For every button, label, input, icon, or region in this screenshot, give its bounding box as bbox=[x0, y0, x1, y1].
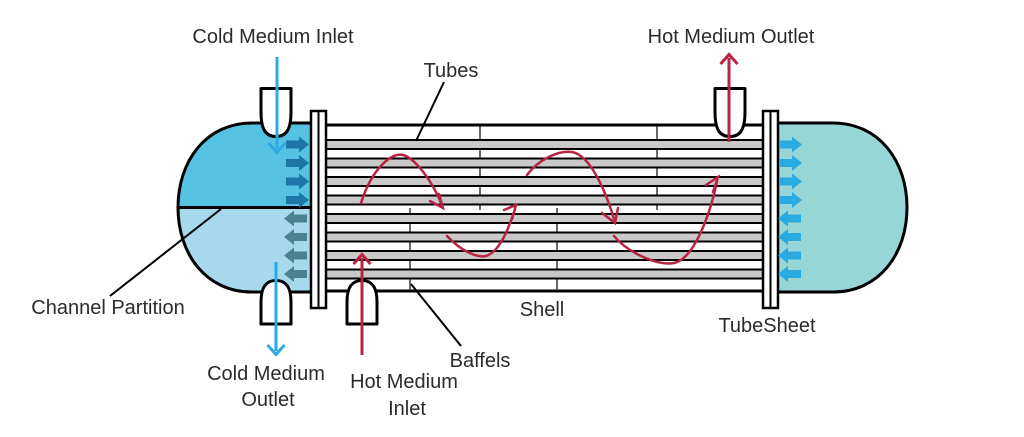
cold-medium-inlet-label: Cold Medium Inlet bbox=[192, 26, 354, 48]
flow-arrow-head bbox=[600, 206, 620, 226]
labels: Cold Medium Inlet Tubes Hot Medium Outle… bbox=[31, 26, 816, 420]
pointer-lines bbox=[109, 81, 462, 347]
flow-arrow-head bbox=[502, 202, 518, 221]
shell-label: Shell bbox=[520, 299, 564, 321]
tubesheet-right bbox=[761, 109, 780, 310]
channel-partition-label: Channel Partition bbox=[31, 297, 184, 319]
flow-curve bbox=[612, 179, 719, 265]
channel-partition-pointer-line bbox=[109, 208, 222, 297]
arrow-head bbox=[267, 141, 287, 155]
shell-wall bbox=[326, 123, 763, 293]
flow-curve bbox=[445, 207, 517, 258]
tubes-label: Tubes bbox=[424, 60, 479, 82]
flow-curve bbox=[359, 153, 444, 207]
tube bbox=[325, 139, 764, 150]
cold-outlet-arrow-icon bbox=[266, 262, 286, 357]
channel-top-pass bbox=[178, 123, 313, 208]
cold-medium-outlet-label-line2: Outlet bbox=[241, 389, 295, 411]
baffels-pointer-line bbox=[410, 283, 462, 347]
rear-head bbox=[774, 121, 909, 294]
tube bbox=[325, 268, 764, 280]
arrow-head bbox=[266, 343, 286, 357]
arrow-head bbox=[719, 52, 739, 66]
hot-medium-inlet-label-line1: Hot Medium bbox=[350, 371, 458, 393]
shell-flow-path bbox=[359, 150, 721, 265]
tube bbox=[325, 176, 764, 187]
baffels-label: Baffels bbox=[450, 350, 511, 372]
flow-arrow-head bbox=[704, 173, 721, 194]
cold-medium-outlet-label-line1: Cold Medium bbox=[207, 363, 325, 385]
hot-medium-outlet-label: Hot Medium Outlet bbox=[648, 26, 815, 48]
tubesheet-left bbox=[309, 109, 328, 310]
flow-curve bbox=[525, 150, 616, 221]
tube bbox=[325, 213, 764, 224]
hot-outlet-arrow-icon bbox=[719, 52, 739, 142]
hot-inlet-arrow-icon bbox=[352, 252, 372, 355]
hot-medium-inlet-label-line2: Inlet bbox=[388, 398, 426, 420]
tube-bundle bbox=[325, 139, 764, 280]
tubes-pointer-line bbox=[415, 81, 445, 142]
tubesheet-label: TubeSheet bbox=[718, 315, 816, 337]
front-head-channel bbox=[176, 121, 313, 294]
tube bbox=[325, 194, 764, 206]
tube bbox=[325, 250, 764, 261]
arrow-head bbox=[352, 252, 372, 266]
flow-arrow-head bbox=[428, 192, 446, 211]
channel-bottom-pass bbox=[178, 207, 313, 292]
baffles bbox=[409, 126, 658, 290]
cold-inlet-arrow-icon bbox=[267, 57, 287, 155]
